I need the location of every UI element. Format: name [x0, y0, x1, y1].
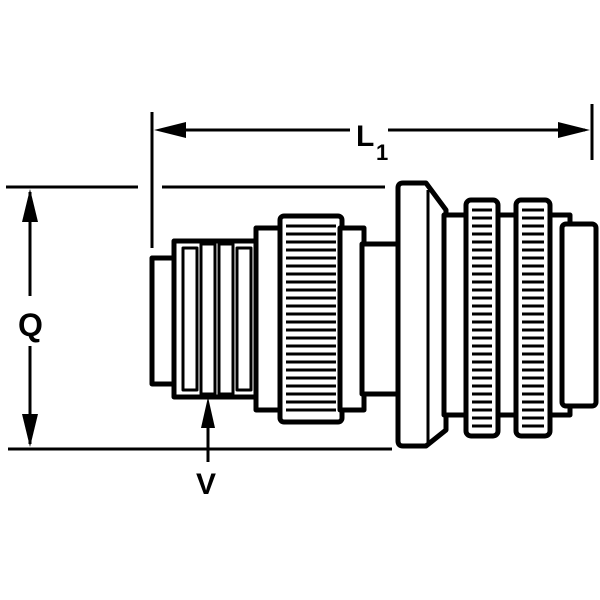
- v-label: V: [196, 468, 216, 501]
- l1-arrow-left: [154, 122, 186, 138]
- nut-grooves: [181, 242, 253, 396]
- q-arrow-top: [22, 189, 38, 222]
- q-arrow-bottom: [22, 414, 38, 447]
- flange: [395, 180, 449, 449]
- connector-body: [149, 180, 599, 449]
- v-arrow: [201, 397, 215, 428]
- neck: [359, 241, 401, 397]
- knurled-ring: [277, 213, 345, 425]
- front-ring-2-knurl: [522, 208, 544, 428]
- q-label: Q: [18, 307, 43, 343]
- front-ring-1-knurl: [472, 208, 492, 428]
- l1-arrow-right: [558, 122, 590, 138]
- dimension-q: Q: [6, 185, 392, 451]
- l1-subscript: 1: [376, 140, 388, 165]
- front-tip: [559, 221, 599, 409]
- dimension-l1: L 1: [150, 104, 594, 248]
- dimension-v: V: [196, 397, 216, 501]
- l1-label: L: [356, 120, 374, 153]
- knurl-lines: [286, 224, 336, 412]
